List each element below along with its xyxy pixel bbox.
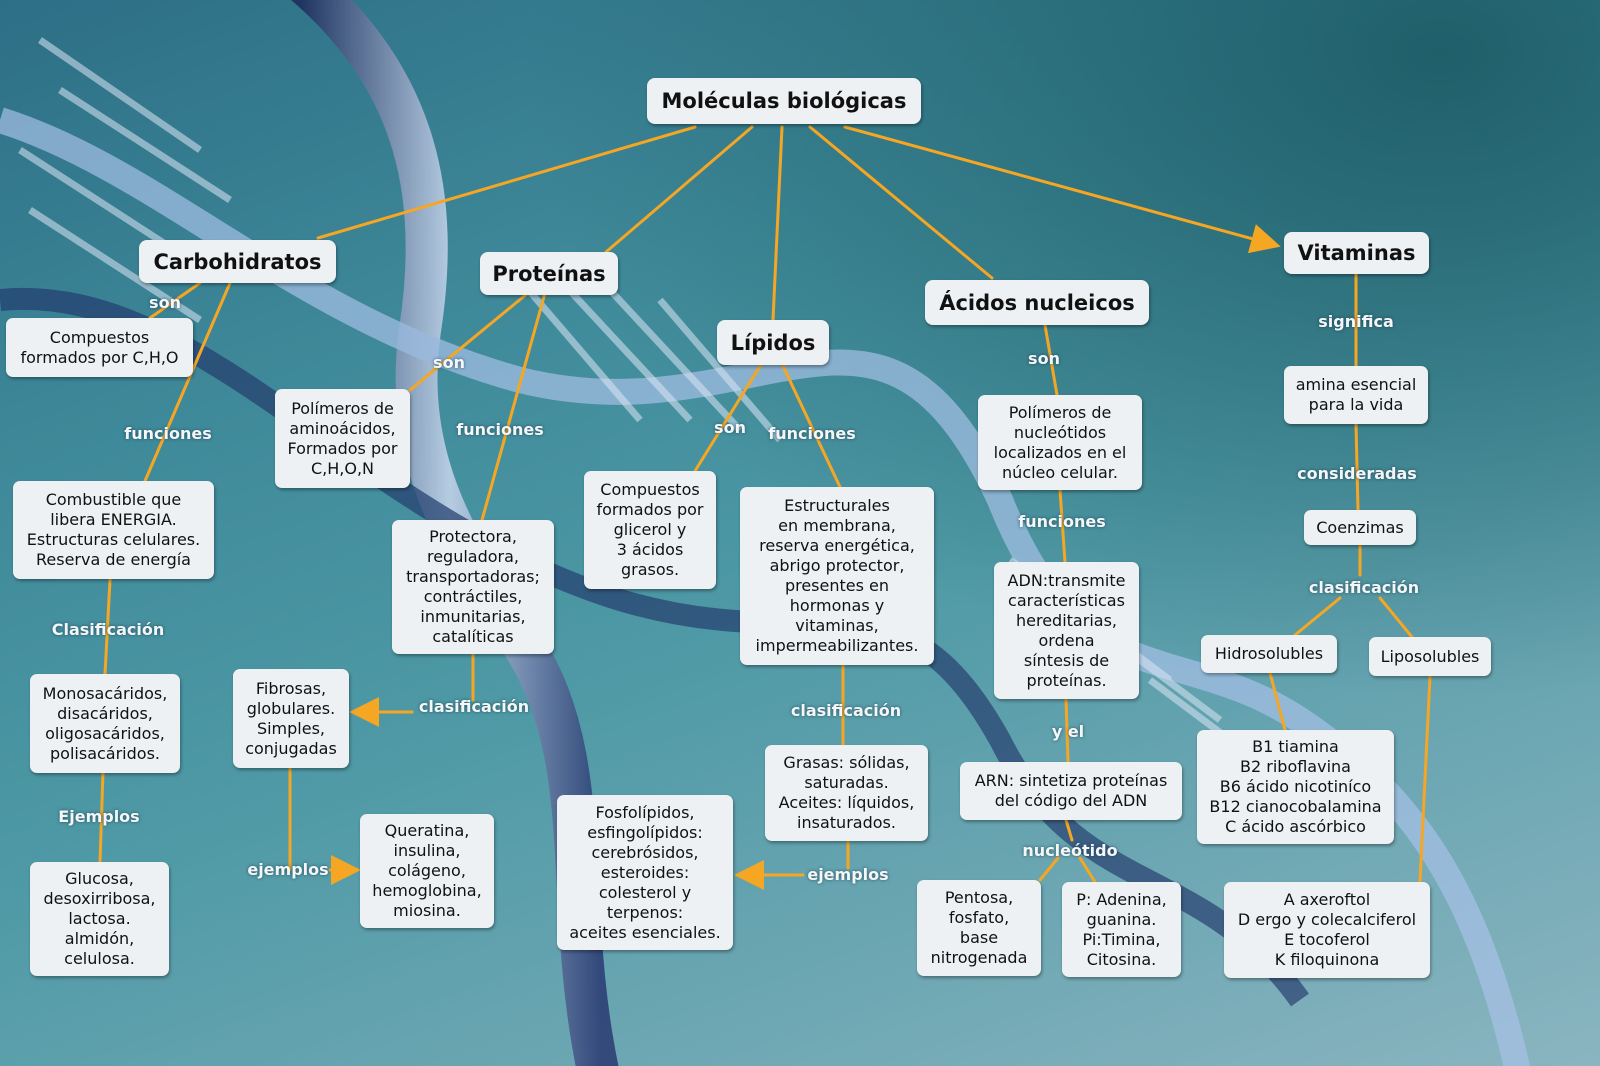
node-prot-funciones[interactable]: Protectora, reguladora, transportadoras;…: [392, 520, 554, 654]
label-prot-ejemplos: ejemplos: [247, 860, 329, 879]
node-vitaminas[interactable]: Vitaminas: [1284, 232, 1429, 274]
label-prot-clasificacion: clasificación: [418, 697, 530, 716]
node-vit-lipo-list[interactable]: A axeroftol D ergo y colecalciferol E to…: [1224, 882, 1430, 978]
link-root-lipidos: [771, 125, 784, 322]
root-node-moleculas-biologicas[interactable]: Moléculas biológicas: [647, 78, 921, 124]
node-ac-adn[interactable]: ADN:transmite características hereditari…: [994, 562, 1139, 699]
label-prot-son: son: [433, 353, 465, 372]
link-root-acidos: [808, 125, 994, 280]
label-carb-ejemplos: Ejemplos: [58, 807, 140, 826]
node-vit-liposolubles[interactable]: Liposolubles: [1369, 637, 1491, 676]
label-vit-significa: significa: [1318, 312, 1394, 331]
node-prot-ejemplos[interactable]: Queratina, insulina, colágeno, hemoglobi…: [360, 814, 494, 928]
node-vit-amina[interactable]: amina esencial para la vida: [1284, 366, 1428, 424]
label-vit-consideradas: consideradas: [1297, 464, 1417, 483]
node-lip-compuestos[interactable]: Compuestos formados por glicerol y 3 áci…: [584, 471, 716, 589]
node-proteinas[interactable]: Proteínas: [480, 252, 618, 295]
node-vit-coenzimas[interactable]: Coenzimas: [1304, 510, 1416, 545]
label-carb-son: son: [149, 293, 181, 312]
node-prot-clasificacion[interactable]: Fibrosas, globulares. Simples, conjugada…: [233, 669, 349, 768]
node-carb-funciones[interactable]: Combustible que libera ENERGIA. Estructu…: [13, 481, 214, 579]
link-root-proteinas: [604, 125, 754, 254]
label-lip-ejemplos: ejemplos: [807, 865, 889, 884]
label-ac-son: son: [1028, 349, 1060, 368]
label-ac-yel: y el: [1051, 722, 1085, 741]
node-carb-compuestos[interactable]: Compuestos formados por C,H,O: [6, 318, 193, 377]
label-carb-funciones: funciones: [124, 424, 212, 443]
link-root-carbohidratos: [316, 125, 697, 240]
node-ac-polimeros[interactable]: Polímeros de nucleótidos localizados en …: [978, 395, 1142, 490]
node-ac-arn[interactable]: ARN: sintetiza proteínas del código del …: [960, 762, 1182, 820]
node-acidos-nucleicos[interactable]: Ácidos nucleicos: [925, 280, 1149, 325]
link-root-vitaminas: [843, 125, 1281, 254]
label-lip-funciones: funciones: [768, 424, 856, 443]
node-vit-hidro-list[interactable]: B1 tiamina B2 riboflavina B6 ácido nicot…: [1197, 730, 1394, 844]
label-lip-clasificacion: clasificación: [790, 701, 902, 720]
label-lip-son: son: [714, 418, 746, 437]
node-lip-funciones[interactable]: Estructurales en membrana, reserva energ…: [740, 487, 934, 665]
node-prot-polimeros[interactable]: Polímeros de aminoácidos, Formados por C…: [275, 389, 410, 488]
label-vit-clasificacion: clasificación: [1308, 578, 1420, 597]
node-carb-ejemplos[interactable]: Glucosa, desoxirribosa, lactosa. almidón…: [30, 862, 169, 976]
node-lip-ejemplos[interactable]: Fosfolípidos, esfingolípidos: cerebrósid…: [557, 795, 733, 950]
label-prot-funciones: funciones: [456, 420, 544, 439]
label-carb-clasificacion: Clasificación: [51, 620, 165, 639]
label-ac-nucleotido: nucleótido: [1022, 841, 1118, 860]
label-ac-funciones: funciones: [1018, 512, 1106, 531]
node-carb-clasificacion[interactable]: Monosacáridos, disacáridos, oligosacárid…: [30, 674, 180, 773]
node-ac-bases[interactable]: P: Adenina, guanina. Pi:Timina, Citosina…: [1062, 882, 1181, 977]
node-lipidos[interactable]: Lípidos: [717, 320, 829, 365]
node-ac-pentosa[interactable]: Pentosa, fosfato, base nitrogenada: [917, 880, 1041, 976]
node-vit-hidrosolubles[interactable]: Hidrosolubles: [1201, 635, 1337, 673]
node-carbohidratos[interactable]: Carbohidratos: [139, 240, 336, 283]
node-lip-clasificacion[interactable]: Grasas: sólidas, saturadas. Aceites: líq…: [765, 745, 928, 841]
